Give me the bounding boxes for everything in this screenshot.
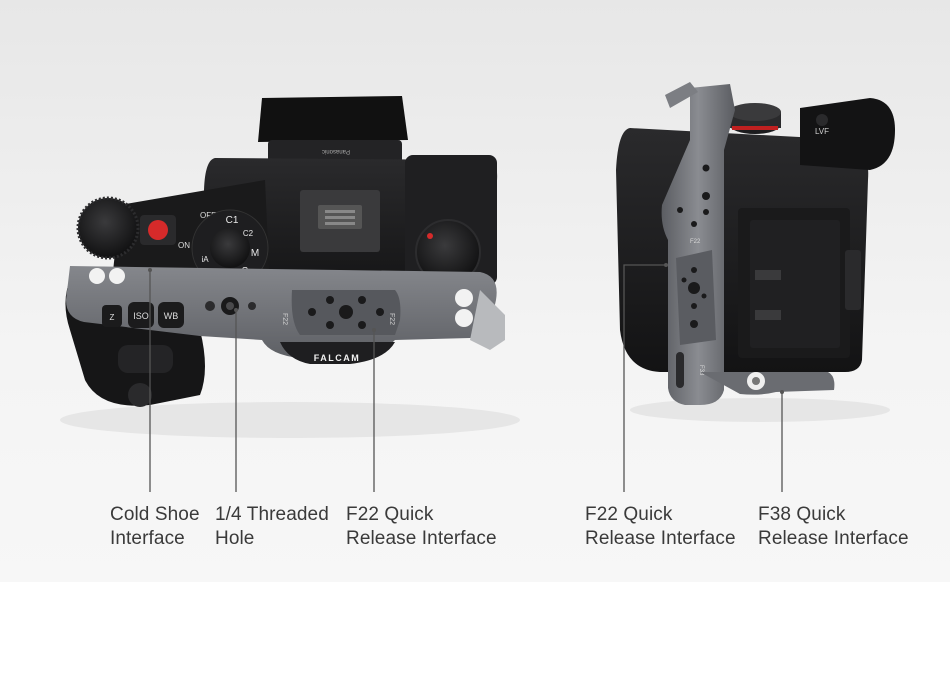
callout-threaded-hole: 1/4 Threaded Hole [215, 504, 329, 549]
side-f38-mark: F38 [698, 365, 704, 376]
camera-top-view: Panasonic OFF ON [60, 96, 520, 438]
dial-mode-c2: C2 [243, 229, 254, 238]
callout-f22-top: F22 Quick Release Interface [346, 504, 497, 549]
camera-cage-illustration: Panasonic OFF ON [60, 82, 895, 492]
wb-label: WB [164, 311, 179, 321]
side-f22-mark: F22 [690, 239, 701, 245]
power-on-label: ON [178, 241, 190, 250]
brand-text: Panasonic [322, 148, 350, 154]
lvf-label: LVF [815, 127, 829, 136]
callout-line-f22-side [623, 264, 666, 492]
dial-mode-c1: C1 [226, 215, 239, 226]
camera-side-view: LVF F22 [616, 82, 895, 422]
callout-f38: F38 Quick Release Interface [758, 504, 909, 549]
iso-label: ISO [133, 311, 149, 321]
power-off-label: OFF [200, 211, 216, 220]
bottom-whitespace [0, 582, 950, 674]
cold-shoe-hole-icon [109, 268, 125, 284]
callout-cold-shoe: Cold Shoe Interface [110, 504, 200, 549]
cage-bottom-plate [700, 372, 835, 395]
cage-mark: F22 [281, 313, 288, 325]
cold-shoe-hole-icon [89, 268, 105, 284]
dial-mode-ia: iA [201, 255, 209, 264]
callout-lines [149, 264, 783, 492]
dial-mode-m: M [251, 248, 259, 259]
rear-dial [78, 198, 138, 258]
callout-f22-side: F22 Quick Release Interface [585, 504, 736, 549]
product-photo: Panasonic OFF ON [0, 0, 950, 582]
falcam-logo: FALCAM [314, 353, 361, 363]
side-f22-plate [676, 250, 716, 345]
plus-label: Z [110, 313, 115, 322]
eyecup [258, 96, 408, 142]
record-button-icon [148, 220, 168, 240]
cage-mark-right: F22 [388, 313, 395, 325]
